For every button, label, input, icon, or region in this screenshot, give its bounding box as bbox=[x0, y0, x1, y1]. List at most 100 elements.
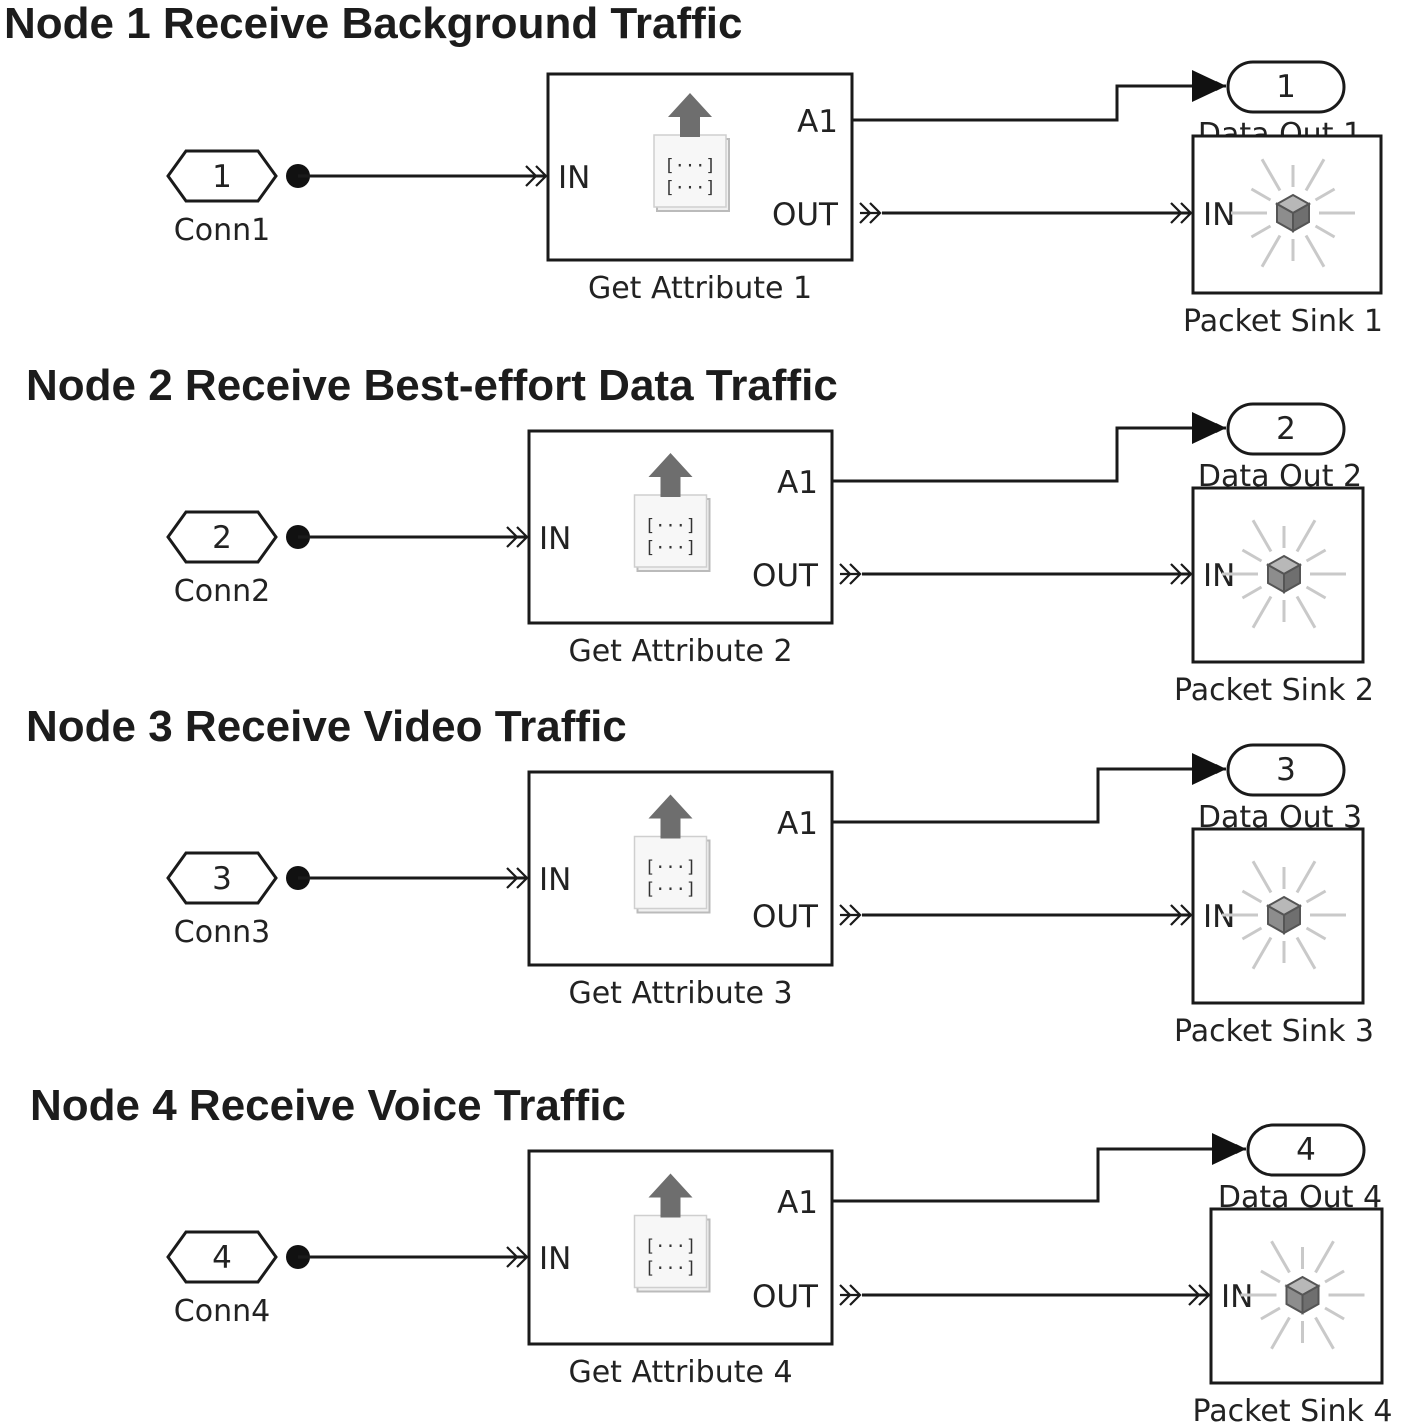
entity-arrow-icon bbox=[1188, 1284, 1211, 1306]
packet-sink-block[interactable]: IN Packet Sink 4 bbox=[1192, 1207, 1393, 1426]
conn-port-label: Conn3 bbox=[174, 915, 270, 950]
packet-sink-label: Packet Sink 3 bbox=[1174, 1014, 1374, 1049]
entity-arrow-icon bbox=[1170, 202, 1193, 224]
data-out-number: 1 bbox=[1276, 69, 1296, 105]
entity-arrow-icon bbox=[506, 1246, 529, 1268]
conn-port-number: 3 bbox=[212, 861, 232, 897]
signal-arrow-icon bbox=[1192, 70, 1226, 102]
entity-arrow-icon bbox=[1170, 563, 1193, 585]
bracket-glyph: [···] bbox=[664, 178, 715, 198]
wire-a1-to-data-out bbox=[832, 764, 1226, 824]
conn-port-hexagon-icon bbox=[166, 851, 278, 905]
out-entity-icon bbox=[839, 904, 862, 926]
bracket-glyph: [···] bbox=[645, 1259, 696, 1279]
data-out-number: 3 bbox=[1276, 752, 1296, 788]
get-attribute-in-port: IN bbox=[539, 521, 571, 557]
get-attribute-out-port: OUT bbox=[752, 899, 819, 935]
bracket-glyph: [···] bbox=[645, 1237, 696, 1257]
get-attribute-a1-port: A1 bbox=[797, 104, 838, 140]
get-attribute-label: Get Attribute 2 bbox=[568, 634, 792, 669]
packet-sink-burst-icon bbox=[1222, 519, 1346, 629]
bracket-glyph: [···] bbox=[645, 538, 696, 558]
bracket-glyph: [···] bbox=[645, 516, 696, 536]
get-attribute-icon: [···][···] bbox=[653, 93, 730, 212]
packet-sink-label: Packet Sink 2 bbox=[1174, 673, 1374, 708]
out-entity-icon bbox=[859, 202, 882, 224]
packet-sink-label: Packet Sink 1 bbox=[1183, 304, 1383, 339]
packet-sink-block[interactable]: IN Packet Sink 1 bbox=[1183, 134, 1383, 339]
node-section-2: Node 2 Receive Best-effort Data Traffic 2… bbox=[26, 361, 1374, 708]
conn-port-hexagon-icon bbox=[166, 510, 278, 564]
get-attribute-icon: [···][···] bbox=[633, 794, 711, 914]
outport-oval-icon bbox=[1226, 60, 1346, 114]
conn-port-number: 2 bbox=[212, 520, 232, 556]
data-out-number: 2 bbox=[1276, 411, 1296, 447]
packet-sink-block[interactable]: IN Packet Sink 2 bbox=[1174, 486, 1374, 708]
packet-sink-label: Packet Sink 4 bbox=[1192, 1394, 1392, 1426]
conn-port-label: Conn4 bbox=[174, 1294, 270, 1329]
bracket-glyph: [···] bbox=[664, 156, 715, 176]
outport-oval-icon bbox=[1226, 743, 1346, 797]
section-title: Node 3 Receive Video Traffic bbox=[26, 702, 627, 751]
get-attribute-label: Get Attribute 3 bbox=[568, 976, 792, 1011]
get-attribute-out-port: OUT bbox=[752, 558, 819, 594]
packet-sink-block[interactable]: IN Packet Sink 3 bbox=[1174, 827, 1374, 1049]
get-attribute-in-port: IN bbox=[539, 862, 571, 898]
diagram-sections: Node 1 Receive Background Traffic1Conn1I… bbox=[4, 0, 1393, 1426]
conn-port-label: Conn2 bbox=[174, 574, 270, 609]
get-attribute-icon: [···][···] bbox=[633, 453, 711, 572]
get-attribute-in-port: IN bbox=[539, 1241, 571, 1277]
data-out-number: 4 bbox=[1296, 1132, 1316, 1168]
get-attribute-out-port: OUT bbox=[772, 197, 839, 233]
packet-sink-burst-icon bbox=[1231, 158, 1355, 268]
conn-port-number: 1 bbox=[212, 159, 232, 195]
get-attribute-in-port: IN bbox=[558, 160, 590, 196]
packet-sink-burst-icon bbox=[1240, 1240, 1365, 1350]
packet-sink-burst-icon bbox=[1222, 860, 1346, 970]
get-attribute-a1-port: A1 bbox=[777, 465, 818, 501]
outport-oval-icon bbox=[1246, 1123, 1366, 1177]
entity-arrow-icon bbox=[1170, 904, 1193, 926]
get-attribute-label: Get Attribute 1 bbox=[588, 271, 812, 306]
bracket-glyph: [···] bbox=[645, 880, 696, 900]
conn-port-number: 4 bbox=[212, 1240, 232, 1276]
entity-arrow-icon bbox=[525, 165, 548, 187]
packet-sink-in-port: IN bbox=[1203, 899, 1235, 935]
get-attribute-out-port: OUT bbox=[752, 1279, 819, 1315]
packet-sink-in-port: IN bbox=[1221, 1279, 1253, 1315]
node-section-4: Node 4 Receive Voice Traffic4Conn4INA1OU… bbox=[30, 1081, 1393, 1426]
conn-port-label: Conn1 bbox=[174, 213, 270, 248]
signal-arrow-icon bbox=[1212, 1133, 1246, 1165]
get-attribute-a1-port: A1 bbox=[777, 806, 818, 842]
packet-sink-in-port: IN bbox=[1203, 558, 1235, 594]
packet-sink-in-port: IN bbox=[1203, 197, 1235, 233]
get-attribute-label: Get Attribute 4 bbox=[568, 1355, 792, 1390]
bracket-glyph: [···] bbox=[645, 858, 696, 878]
out-entity-icon bbox=[839, 563, 862, 585]
entity-arrow-icon bbox=[506, 867, 529, 889]
conn-port-hexagon-icon bbox=[166, 149, 278, 203]
outport-oval-icon bbox=[1226, 402, 1346, 456]
get-attribute-icon: [···][···] bbox=[633, 1173, 711, 1293]
section-title: Node 4 Receive Voice Traffic bbox=[30, 1081, 626, 1130]
section-title: Node 1 Receive Background Traffic bbox=[4, 0, 742, 48]
entity-arrow-icon bbox=[506, 526, 529, 548]
wire-a1-to-data-out bbox=[852, 81, 1226, 122]
section-title: Node 2 Receive Best-effort Data Traffic bbox=[26, 361, 838, 410]
wire-a1-to-data-out bbox=[832, 1144, 1246, 1203]
conn-port-hexagon-icon bbox=[166, 1230, 278, 1284]
